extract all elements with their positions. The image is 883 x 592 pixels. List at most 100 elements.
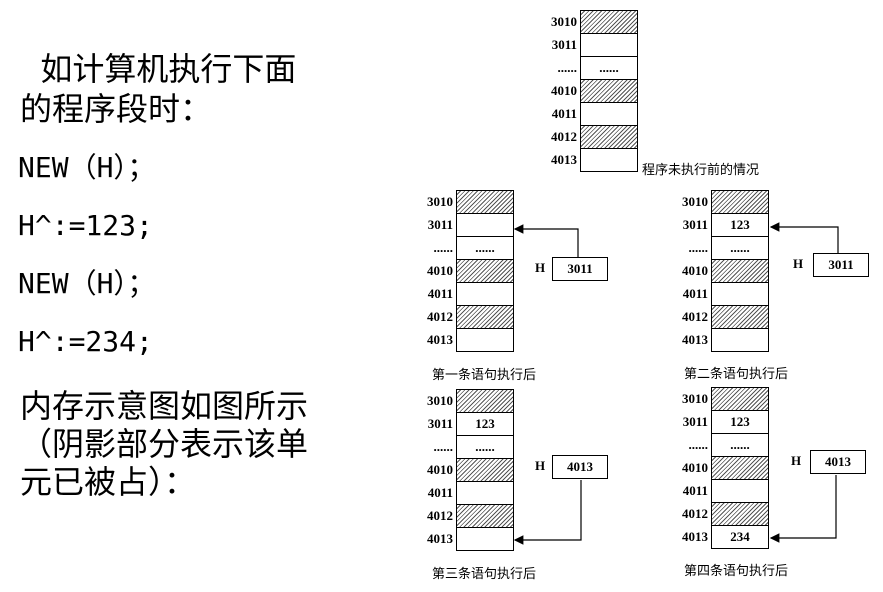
address-label: ......	[688, 437, 709, 452]
pointer-arrow	[513, 480, 582, 545]
memory-cell: 3010	[682, 191, 768, 213]
memory-cell: 3011	[428, 213, 513, 236]
intro-line-2: 的程序段时：	[20, 90, 213, 128]
memory-cell: 3010	[427, 390, 513, 412]
pointer-label: H	[535, 458, 546, 473]
address-label: 4012	[682, 309, 708, 324]
memory-cell: 4011	[683, 282, 768, 305]
pointer-label: H	[791, 453, 802, 468]
memory-cell: 4011	[683, 479, 768, 502]
diagram-caption: 程序未执行前的情况	[642, 163, 760, 178]
address-label: 3010	[682, 391, 708, 406]
memory-cell: 4010	[551, 79, 637, 102]
diagram-caption: 第一条语句执行后	[432, 368, 537, 383]
memory-cell: 4012	[682, 305, 768, 328]
memory-cell: ............	[689, 236, 768, 259]
pointer-value-box: 3011	[813, 253, 869, 277]
address-label: ......	[557, 60, 578, 75]
memory-cell: 4012	[551, 125, 637, 148]
memory-cell: 3010	[682, 388, 768, 410]
memory-cell: 4012	[427, 305, 513, 328]
address-label: 4013	[427, 531, 453, 546]
memory-cell: 3010	[551, 11, 637, 33]
address-label: 4010	[427, 462, 453, 477]
address-label: 3011	[427, 217, 453, 232]
address-label: 4010	[682, 460, 708, 475]
memory-cell: 4010	[682, 456, 768, 479]
address-label: 4011	[682, 483, 708, 498]
memory-cell: 3011	[552, 33, 637, 56]
memory-cell: ............	[558, 56, 637, 79]
memory-cell: 4013	[427, 527, 513, 550]
code-line-4: H^:=234;	[18, 325, 153, 358]
address-label: 3011	[427, 416, 453, 431]
address-label: 3011	[682, 217, 708, 232]
pointer-value-box: 3011	[552, 257, 608, 281]
address-label: 3010	[427, 393, 453, 408]
address-label: 4010	[551, 83, 577, 98]
code-line-2: H^:=123;	[18, 209, 153, 242]
memory-cell: 4011	[428, 481, 513, 504]
memory-cell: 4011	[428, 282, 513, 305]
pointer-arrow	[769, 475, 837, 543]
memory-cell: 4012	[427, 504, 513, 527]
address-label: 4011	[682, 286, 708, 301]
address-label: 4010	[682, 263, 708, 278]
memory-cell: ............	[689, 433, 768, 456]
note-line-1: 内存示意图如图所示	[20, 387, 309, 425]
address-label: ......	[688, 240, 709, 255]
code-line-3: NEW（H）；	[18, 267, 156, 300]
address-label: 4012	[427, 309, 453, 324]
diagram-caption: 第四条语句执行后	[684, 564, 789, 579]
address-label: 4011	[427, 485, 453, 500]
pointer-label: H	[535, 260, 546, 275]
memory-cell: 4011	[552, 102, 637, 125]
address-label: ......	[433, 240, 454, 255]
address-label: 3010	[682, 194, 708, 209]
note-line-2: （阴影部分表示该单	[20, 425, 309, 463]
address-label: 4013	[551, 152, 577, 167]
memory-cell: 4010	[427, 259, 513, 282]
address-label: 4013	[682, 529, 708, 544]
memory-diagram-step-1: 3010 3011 ............ 4010 4011 4012 40…	[427, 190, 514, 352]
address-label: 4011	[551, 106, 577, 121]
diagram-caption: 第二条语句执行后	[684, 367, 789, 382]
address-label: 4013	[682, 332, 708, 347]
address-label: 3010	[427, 194, 453, 209]
address-label: 4012	[427, 508, 453, 523]
address-label: 4013	[427, 332, 453, 347]
memory-cell: 4010	[682, 259, 768, 282]
address-label: 4011	[427, 286, 453, 301]
memory-cell: 4012	[682, 502, 768, 525]
memory-cell: 4013	[551, 148, 637, 171]
address-label: 4012	[682, 506, 708, 521]
pointer-label: H	[793, 256, 804, 271]
memory-cell: ............	[434, 435, 513, 458]
memory-cell: 4013	[682, 328, 768, 351]
memory-cell: ............	[434, 236, 513, 259]
pointer-arrow	[769, 222, 839, 253]
pointer-value-box: 4013	[810, 450, 866, 474]
code-line-1: NEW（H）；	[18, 151, 156, 184]
diagram-caption: 第三条语句执行后	[432, 567, 537, 582]
intro-line-1: 如计算机执行下面	[20, 50, 297, 88]
pointer-value-box: 4013	[552, 455, 608, 479]
memory-cell: 3010	[427, 191, 513, 213]
note-line-3: 元已被占）：	[20, 463, 197, 501]
address-label: 4012	[551, 129, 577, 144]
address-label: 3010	[551, 14, 577, 29]
pointer-arrow	[513, 224, 579, 257]
address-label: 3011	[682, 414, 708, 429]
address-label: 3011	[551, 37, 577, 52]
memory-diagram-initial: 3010 3011 ............ 4010 4011 4012 40…	[551, 10, 638, 172]
address-label: 4010	[427, 263, 453, 278]
memory-cell: 4010	[427, 458, 513, 481]
